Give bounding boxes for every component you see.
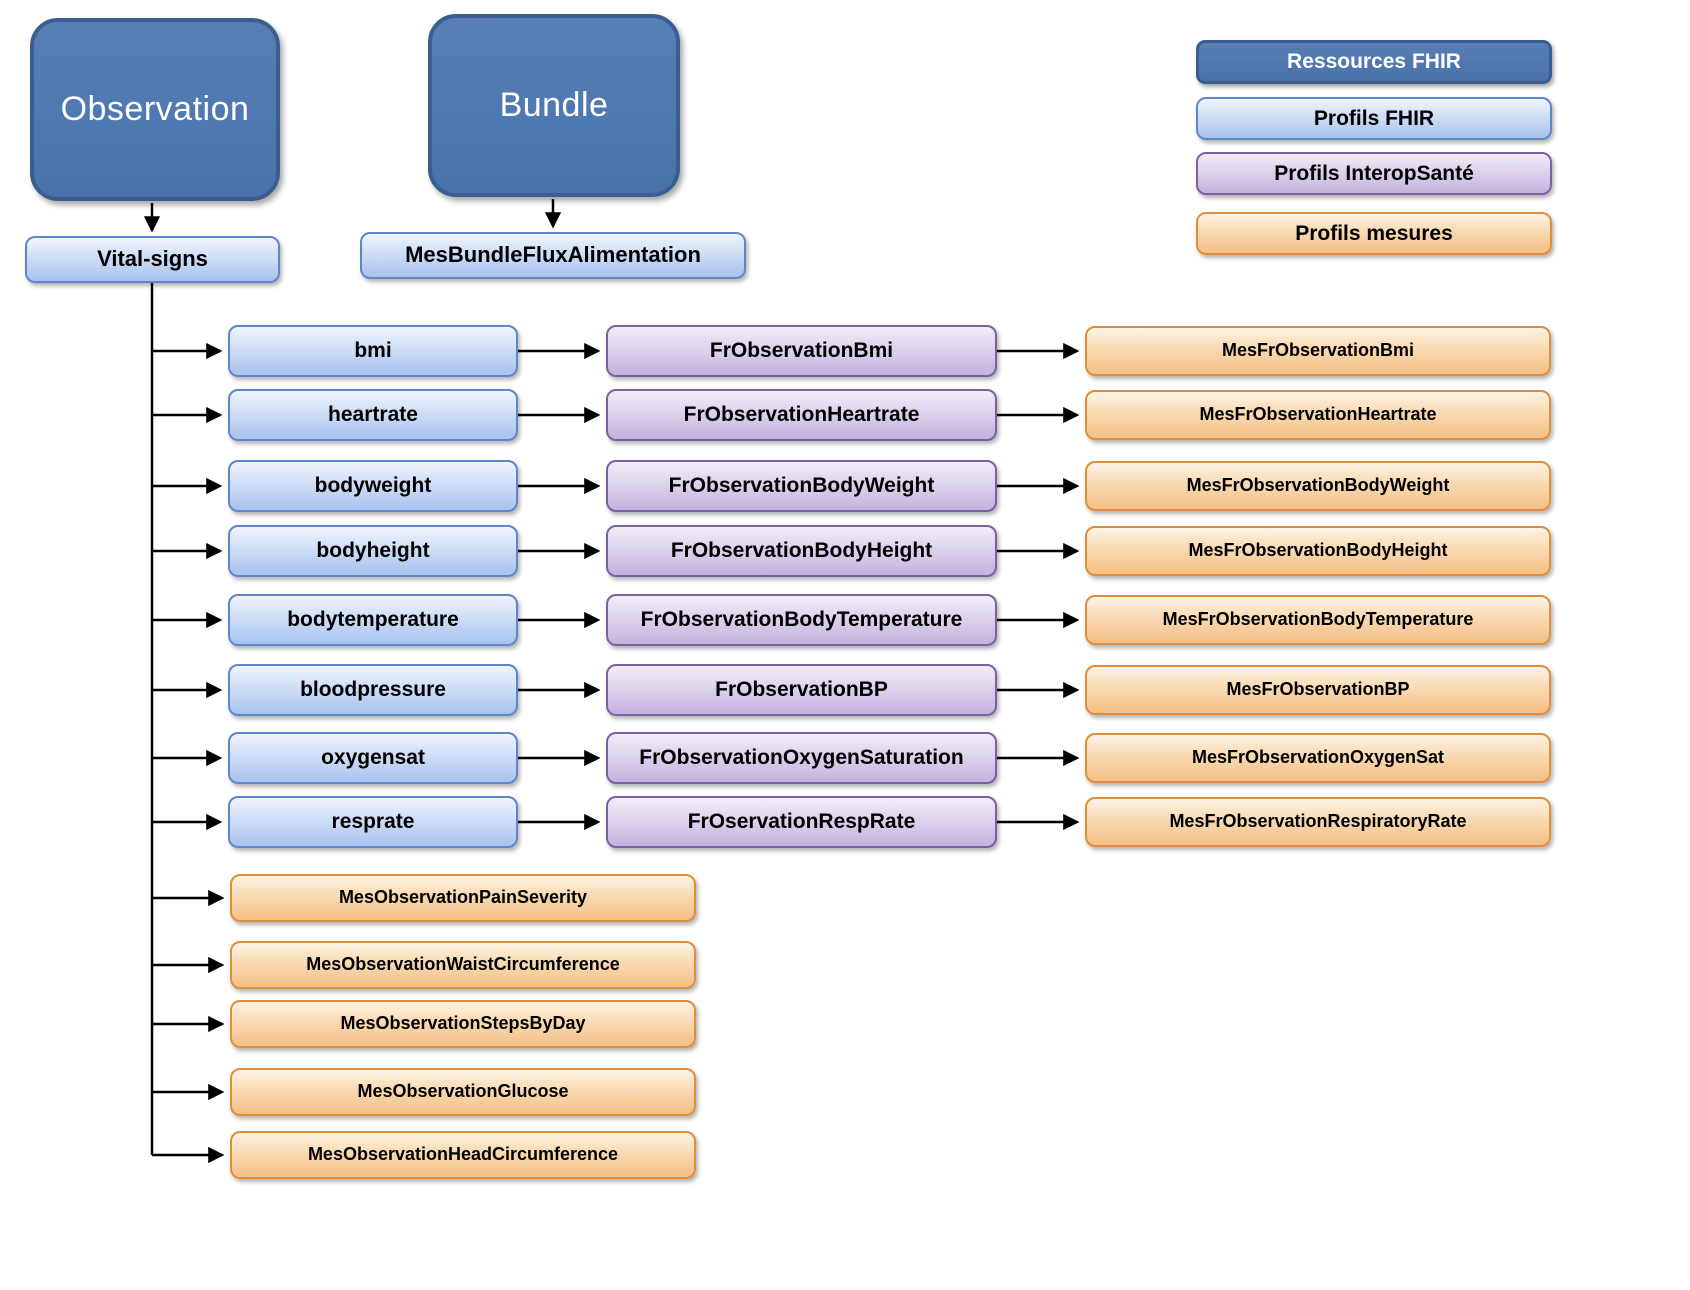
interop-profile-box: FrObservationBP <box>606 664 997 716</box>
vital-sign-code-box: bodyweight <box>228 460 518 512</box>
vital-sign-code-box: resprate <box>228 796 518 848</box>
mesure-profile-box: MesFrObservationHeartrate <box>1085 390 1551 440</box>
interop-profile-box: FrObservationBodyWeight <box>606 460 997 512</box>
vital-signs-profile-box: Vital-signs <box>25 236 280 283</box>
mesure-profile-box: MesFrObservationBodyWeight <box>1085 461 1551 511</box>
legend-item-profils-fhir: Profils FHIR <box>1196 97 1552 140</box>
vital-sign-code-box: bmi <box>228 325 518 377</box>
extra-mesure-box: MesObservationWaistCircumference <box>230 941 696 989</box>
interop-profile-box: FrObservationBmi <box>606 325 997 377</box>
extra-mesure-box: MesObservationPainSeverity <box>230 874 696 922</box>
interop-profile-box: FrOservationRespRate <box>606 796 997 848</box>
mesure-profile-box: MesFrObservationBP <box>1085 665 1551 715</box>
legend-item-ressources-fhir: Ressources FHIR <box>1196 40 1552 84</box>
vital-sign-code-box: bodytemperature <box>228 594 518 646</box>
vital-sign-code-box: heartrate <box>228 389 518 441</box>
mesure-profile-box: MesFrObservationBodyTemperature <box>1085 595 1551 645</box>
interop-profile-box: FrObservationBodyHeight <box>606 525 997 577</box>
mesure-profile-box: MesFrObservationBodyHeight <box>1085 526 1551 576</box>
mesure-profile-box: MesFrObservationRespiratoryRate <box>1085 797 1551 847</box>
mes-bundle-flux-alimentation-box: MesBundleFluxAlimentation <box>360 232 746 279</box>
extra-mesure-box: MesObservationHeadCircumference <box>230 1131 696 1179</box>
legend-item-profils-mesures: Profils mesures <box>1196 212 1552 255</box>
mesure-profile-box: MesFrObservationOxygenSat <box>1085 733 1551 783</box>
bundle-resource-box: Bundle <box>428 14 680 197</box>
legend-item-profils-interopsante: Profils InteropSanté <box>1196 152 1552 195</box>
vital-sign-code-box: bloodpressure <box>228 664 518 716</box>
extra-mesure-box: MesObservationStepsByDay <box>230 1000 696 1048</box>
mesure-profile-box: MesFrObservationBmi <box>1085 326 1551 376</box>
vital-sign-code-box: oxygensat <box>228 732 518 784</box>
vital-sign-code-box: bodyheight <box>228 525 518 577</box>
observation-resource-box: Observation <box>30 18 280 201</box>
interop-profile-box: FrObservationHeartrate <box>606 389 997 441</box>
interop-profile-box: FrObservationOxygenSaturation <box>606 732 997 784</box>
extra-mesure-box: MesObservationGlucose <box>230 1068 696 1116</box>
interop-profile-box: FrObservationBodyTemperature <box>606 594 997 646</box>
